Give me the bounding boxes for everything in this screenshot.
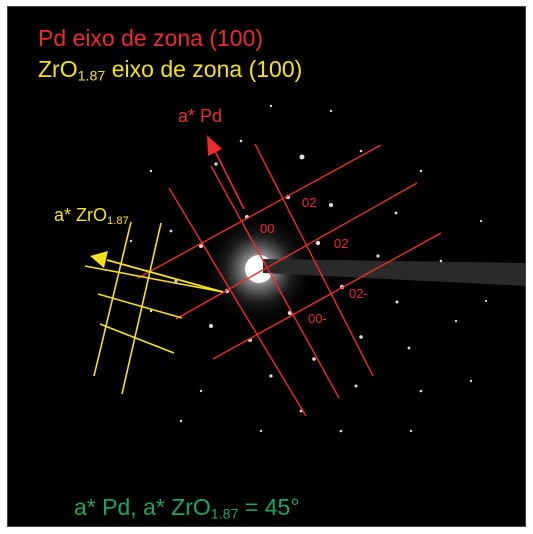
- index-label-02: 02: [334, 236, 349, 251]
- zro-axis-arrow: [90, 251, 224, 293]
- index-label-02: 02: [302, 195, 317, 210]
- angle-caption: a* Pd, a* ZrO1.87 = 45°: [74, 494, 300, 523]
- index-label-02-bar: 02-: [349, 286, 368, 301]
- diffraction-pattern: [84, 104, 525, 433]
- pd-axis-label: a* Pd: [178, 106, 223, 126]
- index-label-00: 00: [260, 221, 275, 236]
- index-label-00-bar: 00-: [308, 311, 327, 326]
- zro-zone-axis-title: ZrO1.87 eixo de zona (100): [38, 56, 303, 85]
- zro-axis-label: a* ZrO1.87: [54, 205, 129, 227]
- beam-stop: [263, 259, 525, 286]
- pd-lattice-lines: [137, 143, 442, 417]
- zro-lattice-lines: [84, 221, 224, 395]
- pd-zone-axis-title: Pd eixo de zona (100): [38, 25, 264, 51]
- pd-axis-arrow: [207, 135, 245, 210]
- diffraction-image: Pd eixo de zona (100) ZrO1.87 eixo de zo…: [7, 6, 526, 527]
